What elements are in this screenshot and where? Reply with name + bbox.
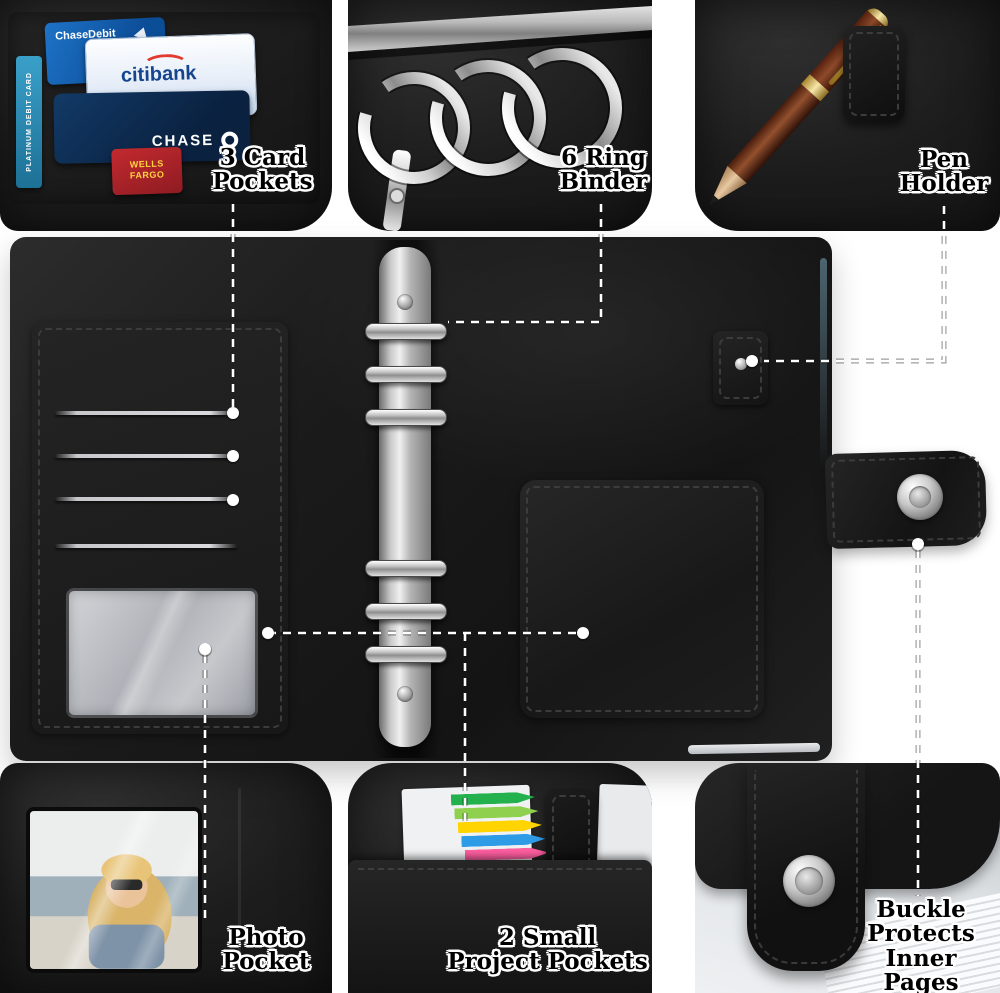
inset-card-pockets: PLATINUM DEBIT CARD ChaseDebit citibank … [0,0,332,231]
photo-window [26,807,202,973]
callout-line: Pocket [222,948,310,976]
wells-fargo-card: WELLS FARGO [111,146,183,196]
spine-screw-top [397,294,413,310]
callout-buckle: Buckle Protects Inner Pages [845,896,997,993]
callout-line: 2 Small [498,924,597,951]
tab-flag-yellow [458,819,542,833]
card-slot-1 [55,411,237,415]
binder-ring-1 [365,323,447,340]
cover-inner-edge [820,258,827,468]
callout-line: 3 Card [219,144,306,171]
inset-photo-pocket [0,763,332,993]
callout-line: Holder [899,170,989,198]
callout-photo-pocket: Photo Pocket [206,924,326,976]
tab-flag-green [451,792,535,806]
callout-line: Inner Pages [883,944,959,993]
callout-line: Pen [919,146,969,173]
callout-line: Project Pockets [447,948,648,976]
photo-of-woman [30,811,198,969]
right-page-pocket [520,480,764,718]
callout-pen-holder: Pen Holder [888,146,1000,198]
buckle-snap-button [897,474,943,520]
pen-barrel [727,83,821,184]
inset-buckle [695,763,1000,993]
ring-binder-closeup [348,6,652,231]
spine-screw-bottom [397,686,413,702]
pen-holder-rivet-icon [735,358,747,370]
callout-line: Protects [867,920,975,948]
leather-seam [238,788,241,968]
callout-line: 6 Ring [561,144,646,171]
callout-line: Buckle [876,896,966,923]
wells-fargo-label-2: FARGO [129,169,165,181]
tab-flag-blue [461,833,545,847]
binder-ring-6 [365,646,447,663]
photo-pocket-window [66,588,258,718]
binder-spine [379,247,431,747]
callout-project-pockets: 2 Small Project Pockets [440,924,655,976]
card-slot-4 [55,544,237,548]
callout-line: Photo [228,924,304,951]
card-slot-3 [55,497,237,501]
callout-card-pockets: 3 Card Pockets [205,144,320,196]
platinum-debit-card: PLATINUM DEBIT CARD [16,56,42,188]
platinum-card-label: PLATINUM DEBIT CARD [25,72,33,172]
project-pocket-front [348,860,652,993]
binder-ring-2 [365,366,447,383]
index-tab-flags [451,792,537,865]
callout-ring-binder: 6 Ring Binder [546,144,661,196]
binder-ring-4 [365,560,447,577]
tab-flag-pink [465,847,549,861]
tab-flag-lightgreen [454,805,538,819]
callout-line: Binder [559,168,648,196]
buckle-snap-closeup [783,855,835,907]
pen-holder-loop [843,26,905,122]
inset-ring-binder [348,0,652,231]
inset-pen-holder [695,0,1000,231]
callout-line: Pockets [212,168,313,196]
inset-project-pockets [348,763,652,993]
card-slot-2 [55,454,237,458]
binder-ring-5 [365,603,447,620]
binder-ring-3 [365,409,447,426]
